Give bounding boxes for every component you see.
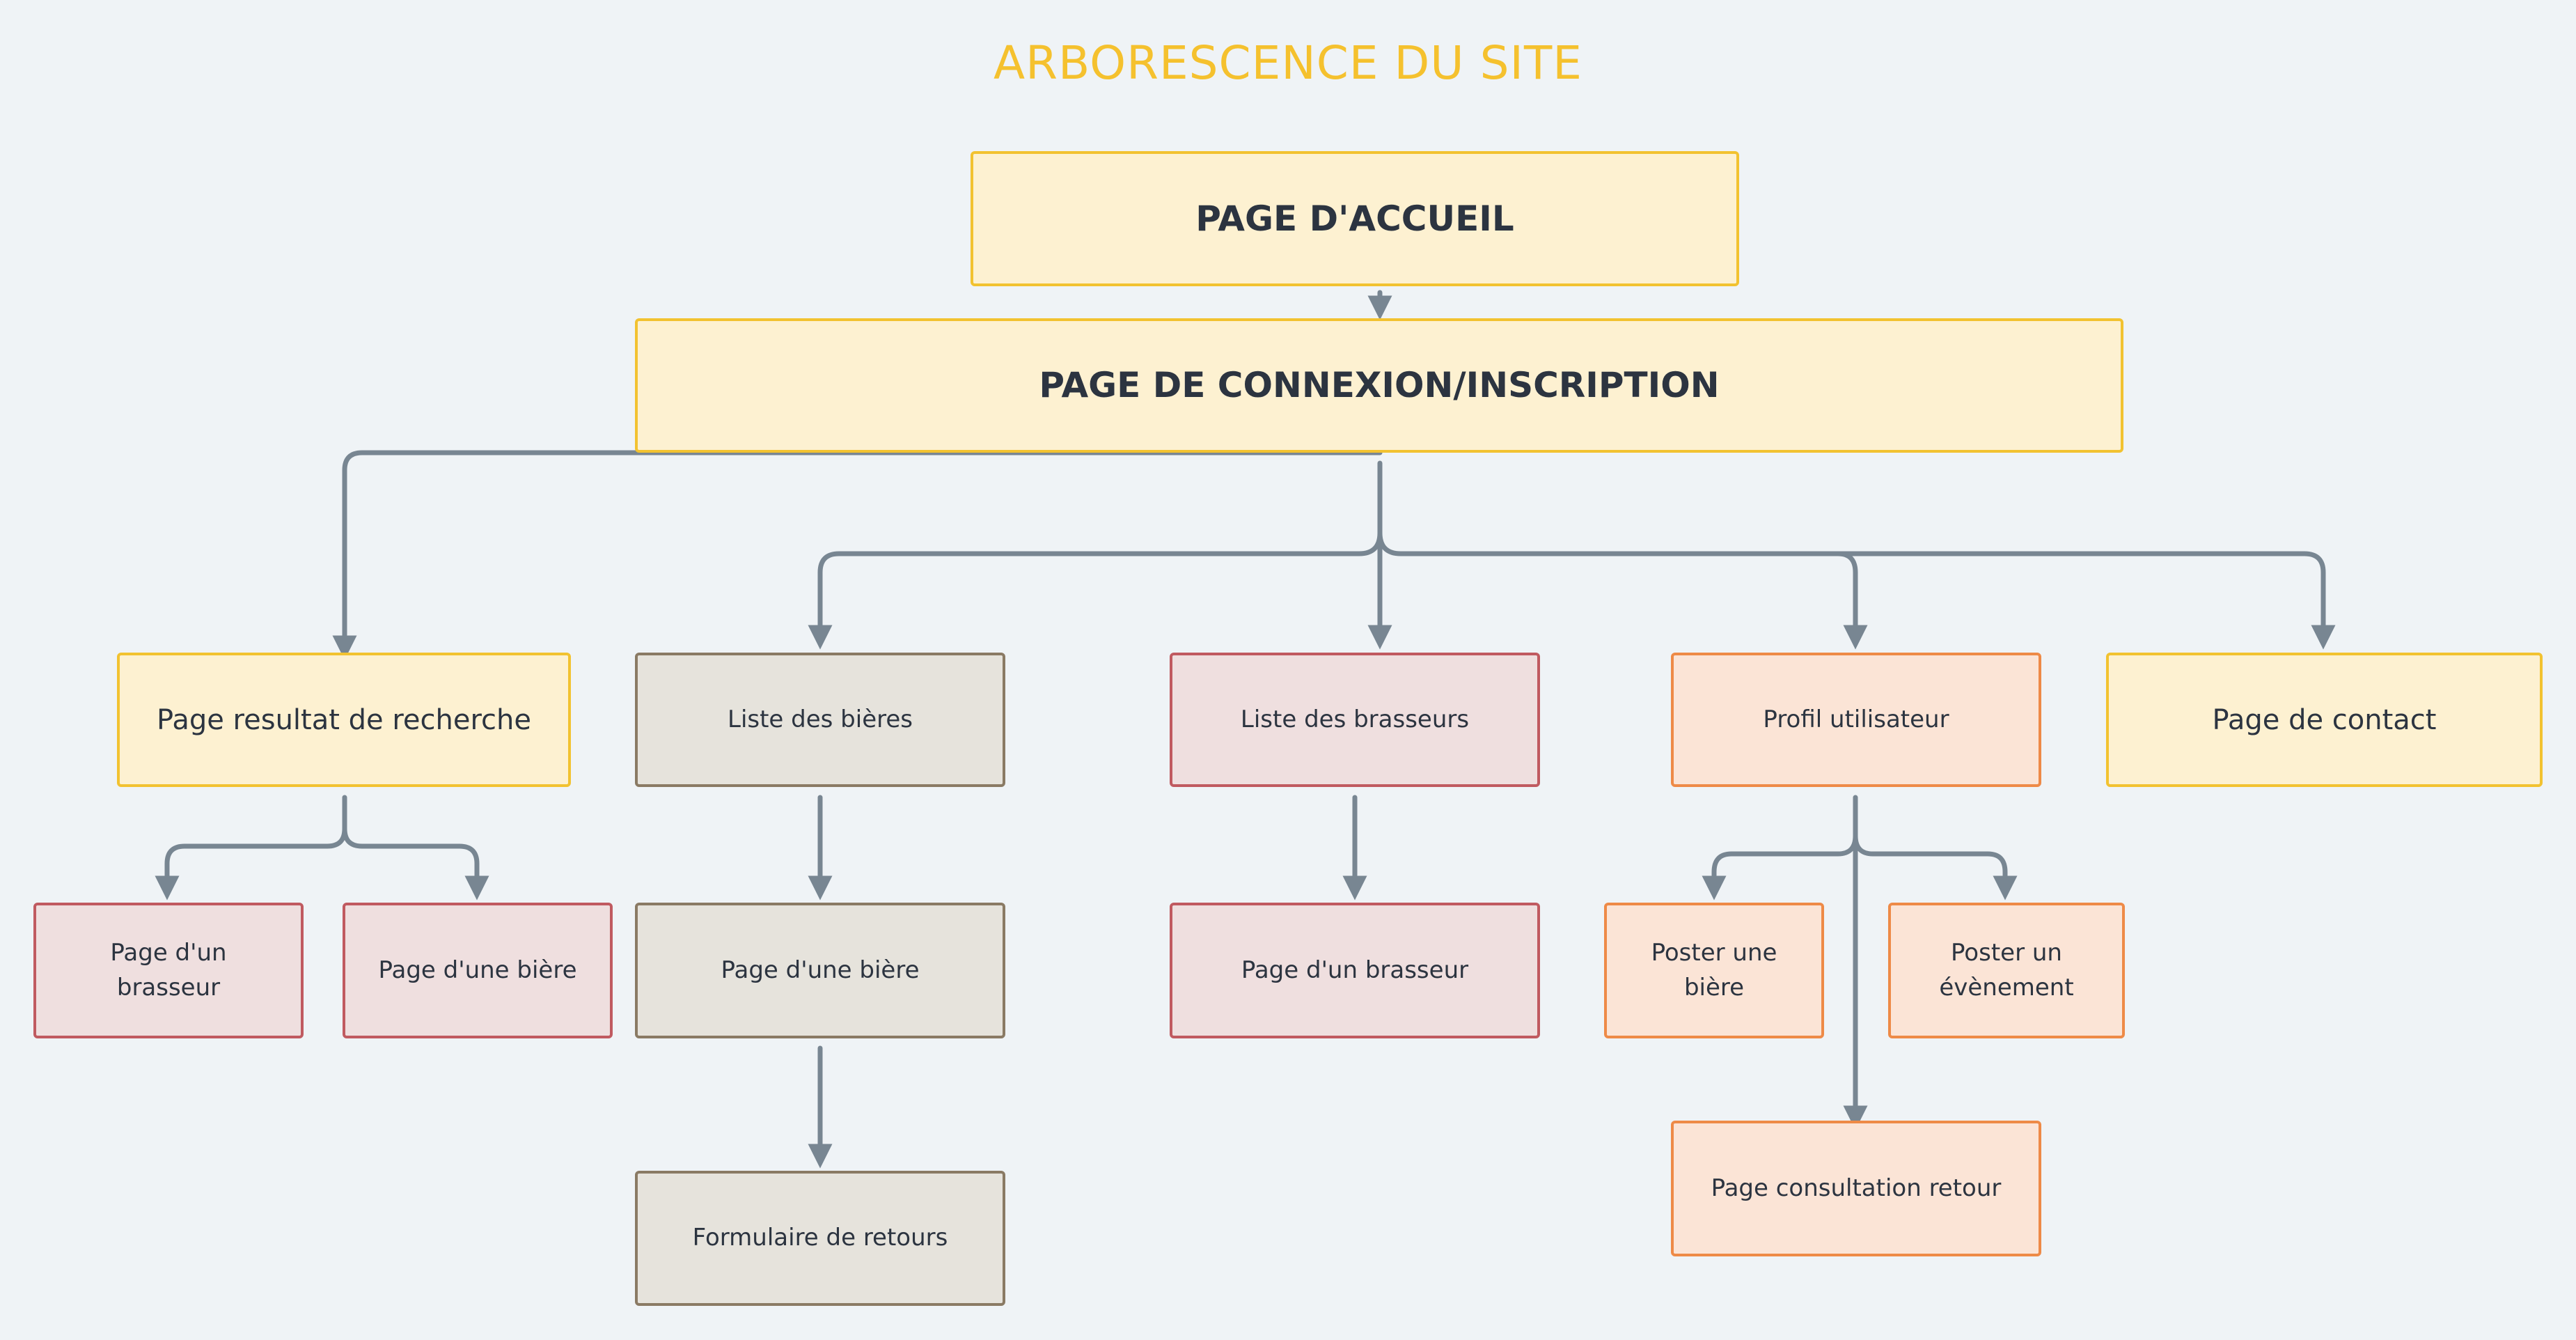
- node-label: Page d'un brasseur: [1241, 956, 1469, 984]
- node-label: Profil utilisateur: [1763, 705, 1949, 733]
- diagram-title: ARBORESCENCE DU SITE: [994, 36, 1582, 90]
- node-liste-brasseurs: Liste des brasseurs: [1170, 653, 1540, 787]
- node-label: Liste des bières: [728, 705, 913, 733]
- node-label: Page de contact: [2212, 703, 2437, 736]
- node-page-contact: Page de contact: [2106, 653, 2543, 787]
- node-formulaire-retours: Formulaire de retours: [635, 1171, 1005, 1306]
- node-label: PAGE DE CONNEXION/INSCRIPTION: [1039, 365, 1720, 406]
- node-recherche-page-brasseur: Page d'un brasseur: [33, 903, 304, 1038]
- connector-profil-poster-biere: [1702, 795, 1858, 901]
- connector-connexion-recherche: [332, 450, 1383, 660]
- node-page-connexion-inscription: PAGE DE CONNEXION/INSCRIPTION: [635, 318, 2123, 453]
- node-page-consultation-retour: Page consultation retour: [1671, 1121, 2041, 1256]
- node-profil-utilisateur: Profil utilisateur: [1671, 653, 2041, 787]
- node-page-accueil: PAGE D'ACCUEIL: [971, 151, 1739, 286]
- connector-profil-poster-evenement: [1853, 833, 2018, 901]
- node-label: Page consultation retour: [1711, 1174, 2002, 1202]
- node-poster-biere: Poster une bière: [1604, 903, 1824, 1038]
- connector-recherche-biere: [342, 826, 489, 901]
- node-recherche-page-biere: Page d'une bière: [343, 903, 613, 1038]
- connector-connexion-contact: [1835, 551, 2336, 650]
- node-bieres-page-biere: Page d'une bière: [635, 903, 1005, 1038]
- node-label: Page d'une bière: [721, 956, 920, 984]
- node-brasseurs-page-brasseur: Page d'un brasseur: [1170, 903, 1540, 1038]
- node-label: Page d'une bière: [378, 956, 577, 984]
- node-label: Formulaire de retours: [692, 1224, 948, 1252]
- connector-connexion-profil: [1377, 530, 1868, 650]
- node-poster-evenement: Poster un évènement: [1888, 903, 2125, 1038]
- connector-recherche-brasseur: [155, 795, 347, 901]
- node-label: Page d'un brasseur: [110, 939, 227, 1002]
- node-label: Page resultat de recherche: [157, 703, 531, 736]
- node-label: Liste des brasseurs: [1240, 705, 1470, 733]
- node-label: Poster un évènement: [1939, 939, 2074, 1002]
- node-label: Poster une bière: [1651, 939, 1777, 1002]
- node-page-resultat-recherche: Page resultat de recherche: [117, 653, 571, 787]
- node-label: PAGE D'ACCUEIL: [1195, 198, 1514, 239]
- connector-connexion-trunk: [808, 460, 1383, 650]
- node-liste-bieres: Liste des bières: [635, 653, 1005, 787]
